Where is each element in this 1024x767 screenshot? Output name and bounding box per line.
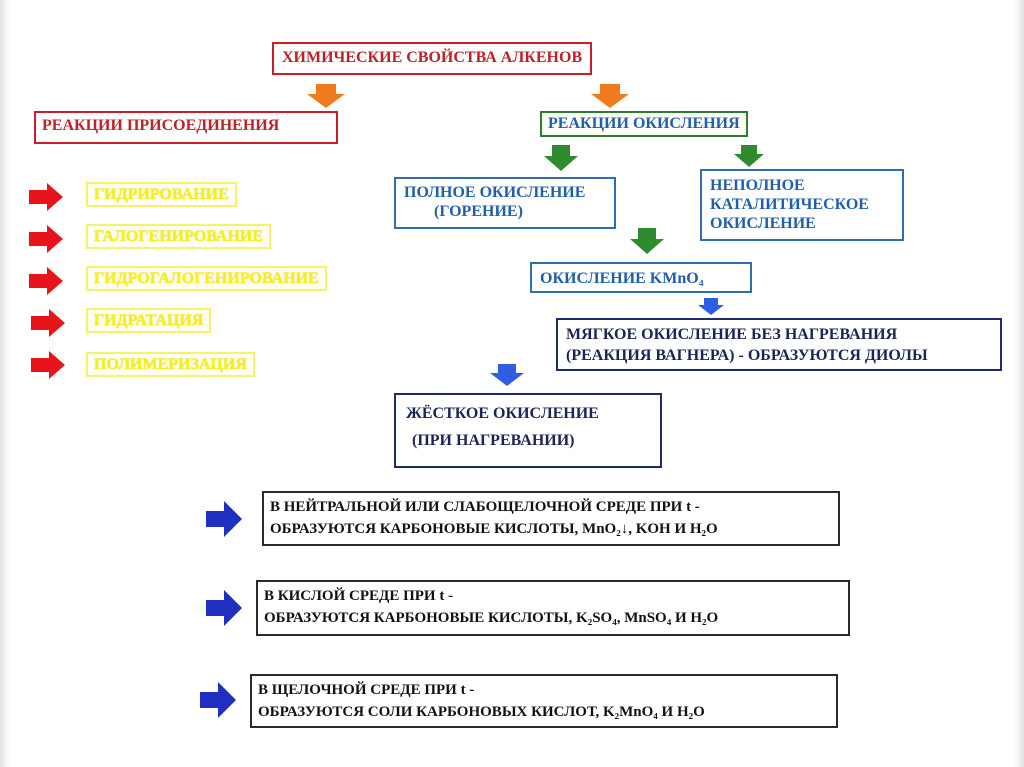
mild-oxidation-box: МЯГКОЕ ОКИСЛЕНИЕ БЕЗ НАГРЕВАНИЯ (РЕАКЦИЯ… bbox=[556, 318, 1002, 371]
arrow-down-icon bbox=[544, 145, 578, 171]
oxidation-reactions-label: РЕАКЦИИ ОКИСЛЕНИЯ bbox=[548, 115, 740, 132]
addition-item-label: ГАЛОГЕНИРОВАНИЕ bbox=[94, 228, 264, 245]
kmno4-oxidation-label: ОКИСЛЕНИЕ KMnO₄ bbox=[540, 270, 704, 287]
addition-item: ГИДРАТАЦИЯ bbox=[86, 308, 212, 333]
addition-reactions-box: РЕАКЦИИ ПРИСОЕДИНЕНИЯ bbox=[34, 111, 338, 144]
addition-reactions-label: РЕАКЦИИ ПРИСОЕДИНЕНИЯ bbox=[42, 117, 280, 134]
partial-oxidation-line: НЕПОЛНОЕ bbox=[710, 177, 805, 194]
partial-oxidation-line: КАТАЛИТИЧЕСКОЕ bbox=[710, 196, 869, 213]
full-oxidation-line: ПОЛНОЕ ОКИСЛЕНИЕ bbox=[404, 184, 586, 201]
arrow-down-icon bbox=[307, 84, 345, 108]
condition-line: В КИСЛОЙ СРЕДЕ ПРИ t - bbox=[264, 588, 454, 604]
partial-oxidation-line: ОКИСЛЕНИЕ bbox=[710, 215, 816, 232]
condition-line: В НЕЙТРАЛЬНОЙ ИЛИ СЛАБОЩЕЛОЧНОЙ СРЕДЕ ПР… bbox=[270, 499, 700, 515]
addition-item-label: ГИДРОГАЛОГЕНИРОВАНИЕ bbox=[94, 270, 319, 287]
oxidation-reactions-box: РЕАКЦИИ ОКИСЛЕНИЯ bbox=[540, 111, 748, 137]
addition-item-label: ГИДРАТАЦИЯ bbox=[94, 312, 204, 329]
arrow-right-icon bbox=[29, 225, 63, 253]
mild-oxidation-line: МЯГКОЕ ОКИСЛЕНИЕ БЕЗ НАГРЕВАНИЯ bbox=[566, 326, 898, 343]
harsh-oxidation-line: (ПРИ НАГРЕВАНИИ) bbox=[412, 432, 575, 449]
kmno4-oxidation-box: ОКИСЛЕНИЕ KMnO₄ bbox=[530, 262, 752, 293]
partial-oxidation-box: НЕПОЛНОЕ КАТАЛИТИЧЕСКОЕ ОКИСЛЕНИЕ bbox=[700, 169, 904, 241]
arrow-down-icon bbox=[591, 84, 629, 108]
condition-line: ОБРАЗУЮТСЯ КАРБОНОВЫЕ КИСЛОТЫ, K₂SO₄, Mn… bbox=[264, 610, 719, 626]
arrow-right-icon bbox=[206, 590, 242, 626]
condition-line: ОБРАЗУЮТСЯ СОЛИ КАРБОНОВЫХ КИСЛОТ, K₂MnO… bbox=[258, 704, 705, 720]
addition-item: ГИДРИРОВАНИЕ bbox=[86, 182, 237, 207]
arrow-down-icon bbox=[698, 298, 724, 315]
addition-item: ГИДРОГАЛОГЕНИРОВАНИЕ bbox=[86, 266, 327, 291]
arrow-right-icon bbox=[31, 309, 65, 337]
title-box: ХИМИЧЕСКИЕ СВОЙСТВА АЛКЕНОВ bbox=[272, 42, 593, 75]
condition-box: В КИСЛОЙ СРЕДЕ ПРИ t - ОБРАЗУЮТСЯ КАРБОН… bbox=[256, 580, 850, 636]
addition-item-label: ГИДРИРОВАНИЕ bbox=[94, 186, 229, 203]
arrow-down-icon bbox=[630, 228, 664, 254]
condition-line: ОБРАЗУЮТСЯ КАРБОНОВЫЕ КИСЛОТЫ, MnO₂↓, KO… bbox=[270, 521, 718, 537]
condition-line: В ЩЕЛОЧНОЙ СРЕДЕ ПРИ t - bbox=[258, 682, 475, 698]
condition-box: В ЩЕЛОЧНОЙ СРЕДЕ ПРИ t - ОБРАЗУЮТСЯ СОЛИ… bbox=[250, 674, 838, 728]
full-oxidation-line: (ГОРЕНИЕ) bbox=[434, 203, 523, 220]
full-oxidation-box: ПОЛНОЕ ОКИСЛЕНИЕ (ГОРЕНИЕ) bbox=[394, 177, 616, 229]
arrow-down-icon bbox=[734, 145, 764, 167]
addition-item: ПОЛИМЕРИЗАЦИЯ bbox=[86, 352, 255, 377]
condition-box: В НЕЙТРАЛЬНОЙ ИЛИ СЛАБОЩЕЛОЧНОЙ СРЕДЕ ПР… bbox=[262, 491, 840, 546]
arrow-right-icon bbox=[31, 351, 65, 379]
harsh-oxidation-line: ЖЁСТКОЕ ОКИСЛЕНИЕ bbox=[406, 405, 599, 422]
arrow-right-icon bbox=[29, 267, 63, 295]
mild-oxidation-line: (РЕАКЦИЯ ВАГНЕРА) - ОБРАЗУЮТСЯ ДИОЛЫ bbox=[566, 347, 928, 364]
arrow-down-icon bbox=[490, 364, 524, 386]
title-text: ХИМИЧЕСКИЕ СВОЙСТВА АЛКЕНОВ bbox=[282, 49, 583, 66]
arrow-right-icon bbox=[206, 501, 242, 537]
harsh-oxidation-box: ЖЁСТКОЕ ОКИСЛЕНИЕ (ПРИ НАГРЕВАНИИ) bbox=[394, 393, 662, 468]
arrow-right-icon bbox=[200, 682, 236, 718]
addition-item-label: ПОЛИМЕРИЗАЦИЯ bbox=[94, 356, 247, 373]
arrow-right-icon bbox=[29, 183, 63, 211]
slide-frame-right bbox=[1014, 0, 1024, 767]
addition-item: ГАЛОГЕНИРОВАНИЕ bbox=[86, 224, 272, 249]
slide-frame-left bbox=[0, 0, 10, 767]
